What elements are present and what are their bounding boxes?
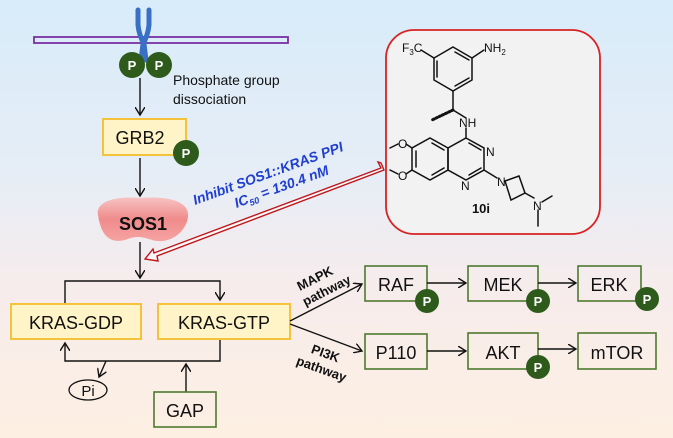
compound-panel xyxy=(385,29,601,235)
cell-membrane xyxy=(33,36,289,44)
node-kras-gtp[interactable]: KRAS-GTP xyxy=(157,303,291,340)
node-sos1[interactable]: SOS1 xyxy=(97,197,189,242)
arrow-mapk xyxy=(289,284,362,322)
svg-text:N: N xyxy=(461,179,470,193)
svg-text:P: P xyxy=(182,146,191,161)
svg-text:Pi: Pi xyxy=(81,383,94,400)
phospho-badge: P xyxy=(146,52,172,78)
svg-text:P: P xyxy=(643,292,652,307)
node-erk[interactable]: ERK xyxy=(577,265,642,302)
phospho-badge: P xyxy=(119,52,145,78)
svg-text:N: N xyxy=(533,199,542,213)
compound-10i-atoms: F3C NH2 NH N N N N O O xyxy=(398,41,542,213)
kras-cycle-bottom xyxy=(65,339,221,362)
arrow-pi3k xyxy=(289,323,362,351)
svg-text:KRAS-GDP: KRAS-GDP xyxy=(29,313,123,333)
svg-text:GAP: GAP xyxy=(166,401,204,421)
svg-text:P: P xyxy=(128,58,137,73)
phospho-badge: P xyxy=(173,140,199,166)
svg-text:O: O xyxy=(398,137,407,151)
svg-text:SOS1: SOS1 xyxy=(119,214,167,234)
svg-text:GRB2: GRB2 xyxy=(115,128,164,148)
svg-text:N: N xyxy=(486,145,495,159)
node-akt[interactable]: AKT xyxy=(467,332,539,370)
node-mtor[interactable]: mTOR xyxy=(577,332,657,370)
svg-text:F3C: F3C xyxy=(402,41,423,57)
phospho-dissociation-label: dissociation xyxy=(173,91,246,107)
phospho-badge: P xyxy=(526,289,550,313)
node-p110[interactable]: P110 xyxy=(364,333,428,370)
svg-text:ERK: ERK xyxy=(590,275,627,295)
phospho-badge: P xyxy=(635,287,659,311)
svg-text:KRAS-GTP: KRAS-GTP xyxy=(178,313,270,333)
inhibition-arrow xyxy=(143,160,385,262)
svg-text:AKT: AKT xyxy=(485,343,520,363)
node-kras-gdp[interactable]: KRAS-GDP xyxy=(10,303,142,340)
node-grb2[interactable]: GRB2 xyxy=(102,118,187,156)
node-gap[interactable]: GAP xyxy=(153,391,217,428)
phospho-badge: P xyxy=(526,355,550,379)
svg-text:RAF: RAF xyxy=(378,275,414,295)
svg-text:P110: P110 xyxy=(376,343,417,363)
svg-text:P: P xyxy=(534,294,543,309)
svg-text:NH2: NH2 xyxy=(484,41,506,57)
svg-text:P: P xyxy=(155,58,164,73)
phospho-badge: P xyxy=(415,289,439,313)
svg-text:P: P xyxy=(423,294,432,309)
kras-cycle-top xyxy=(64,280,220,303)
compound-10i-structure xyxy=(389,46,553,227)
svg-text:MEK: MEK xyxy=(483,275,522,295)
svg-text:mTOR: mTOR xyxy=(591,343,644,363)
node-pi: Pi xyxy=(68,379,108,401)
phospho-dissociation-label: Phosphate group xyxy=(173,72,280,88)
svg-text:P: P xyxy=(534,360,543,375)
arrow-to-pi xyxy=(99,360,106,377)
svg-text:O: O xyxy=(398,169,407,183)
svg-text:N: N xyxy=(497,175,506,189)
receptor-icon xyxy=(135,7,152,63)
svg-text:NH: NH xyxy=(459,116,476,130)
compound-name: 10i xyxy=(472,201,490,216)
